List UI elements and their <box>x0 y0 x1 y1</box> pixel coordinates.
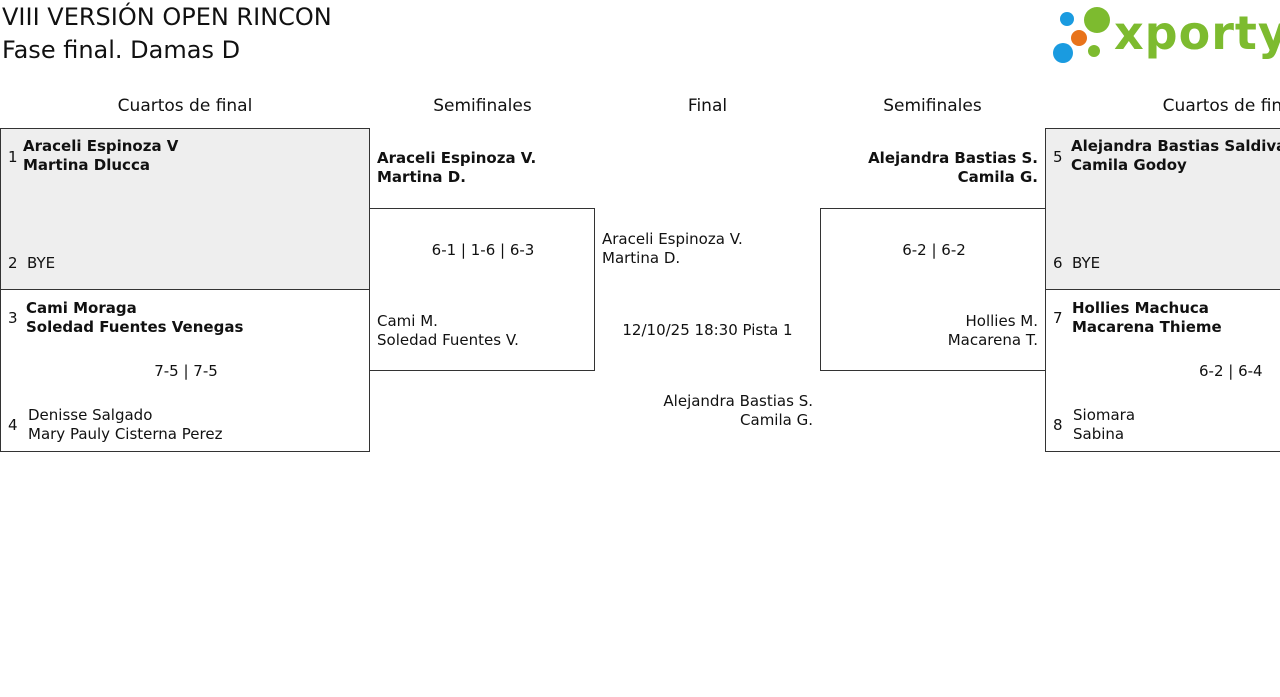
sf-left-match: 6-1 | 1-6 | 6-3 Cami M. Soledad Fuentes … <box>369 208 595 371</box>
team-player: Denisse Salgado <box>28 406 153 424</box>
match-score: 6-1 | 1-6 | 6-3 <box>431 241 535 259</box>
page-subtitle: Fase final. Damas D <box>2 36 241 64</box>
qf-left-match-1: 1 Araceli Espinoza V Martina Dlucca 2 BY… <box>0 128 370 290</box>
team-player: Siomara <box>1073 406 1136 424</box>
final-team-b-player: Alejandra Bastias S. <box>663 392 813 410</box>
match-score: 6-2 | 6-4 <box>1199 362 1263 380</box>
match-score: 6-2 | 6-2 <box>902 241 966 259</box>
team-player: Soledad Fuentes Venegas <box>26 318 244 336</box>
qf-right-match-2: 7 Hollies Machuca Macarena Thieme 6-2 | … <box>1045 289 1280 452</box>
round-header-sf-left: Semifinales <box>433 96 532 116</box>
seed-number: 8 <box>1053 416 1063 434</box>
team-player: Hollies Machuca <box>1072 299 1209 317</box>
xporty-logo: xporty <box>1050 4 1280 68</box>
logo-text: xporty <box>1114 6 1280 60</box>
team-player: Macarena Thieme <box>1072 318 1222 336</box>
logo-dots-icon <box>1053 7 1110 63</box>
team-player: Martina Dlucca <box>23 156 150 174</box>
team-player: Cami Moraga <box>26 299 137 317</box>
sf-left-team-a-player: Araceli Espinoza V. <box>377 149 537 167</box>
seed-number: 7 <box>1053 309 1063 327</box>
sf-left-team-a-player: Martina D. <box>377 168 466 186</box>
round-header-qf-right: Cuartos de final <box>1162 96 1280 116</box>
sf-right-team-a-player: Alejandra Bastias S. <box>868 149 1038 167</box>
final-team-a-player: Araceli Espinoza V. <box>602 230 743 248</box>
round-header-sf-right: Semifinales <box>883 96 982 116</box>
seed-number: 2 <box>8 254 18 272</box>
seed-number: 3 <box>8 309 18 327</box>
seed-number: 4 <box>8 416 18 434</box>
seed-number: 5 <box>1053 148 1063 166</box>
seed-number: 1 <box>8 148 18 166</box>
final-team-b-player: Camila G. <box>740 411 813 429</box>
round-header-final: Final <box>687 96 728 116</box>
qf-left-match-2: 3 Cami Moraga Soledad Fuentes Venegas 7-… <box>0 289 370 452</box>
sf-right-team-a-player: Camila G. <box>957 168 1038 186</box>
final-team-a-player: Martina D. <box>602 249 681 267</box>
team-player: Alejandra Bastias Saldivar <box>1071 137 1280 155</box>
team-player: Araceli Espinoza V <box>23 137 179 155</box>
team-player: BYE <box>27 254 56 272</box>
team-player: Macarena T. <box>947 331 1038 349</box>
team-player: Sabina <box>1073 425 1125 443</box>
match-score: 7-5 | 7-5 <box>154 362 218 380</box>
qf-right-match-1: 5 Alejandra Bastias Saldivar Camila Godo… <box>1045 128 1280 290</box>
final-schedule: 12/10/25 18:30 Pista 1 <box>622 321 793 339</box>
team-player: Soledad Fuentes V. <box>377 331 519 349</box>
team-player: BYE <box>1072 254 1101 272</box>
sf-right-match: 6-2 | 6-2 Hollies M. Macarena T. <box>820 208 1046 371</box>
team-player: Camila Godoy <box>1071 156 1187 174</box>
seed-number: 6 <box>1053 254 1063 272</box>
team-player: Mary Pauly Cisterna Perez <box>28 425 223 443</box>
team-player: Hollies M. <box>965 312 1038 330</box>
page-title: VIII VERSIÓN OPEN RINCON <box>2 3 332 31</box>
team-player: Cami M. <box>377 312 438 330</box>
round-header-qf-left: Cuartos de final <box>117 96 253 116</box>
